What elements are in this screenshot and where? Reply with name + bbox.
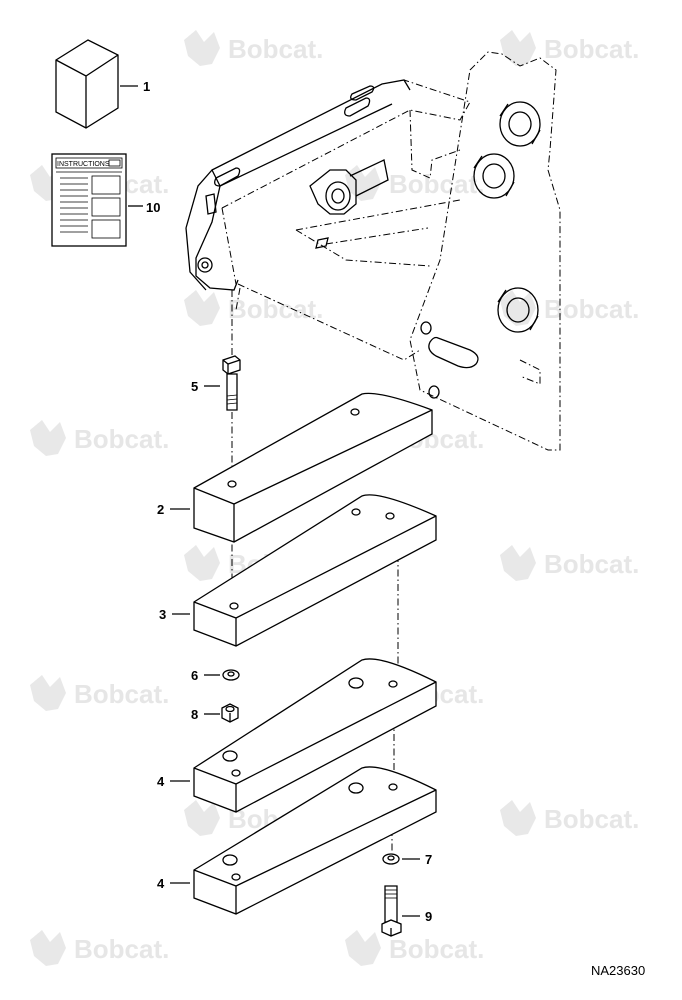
svg-text:Bobcat.: Bobcat. xyxy=(74,679,169,709)
washer-7 xyxy=(382,853,400,865)
svg-text:Bobcat.: Bobcat. xyxy=(544,804,639,834)
svg-text:Bobcat.: Bobcat. xyxy=(544,34,639,64)
plate-4-upper xyxy=(193,658,437,813)
watermark: Bobcat. xyxy=(500,30,639,66)
svg-text:Bobcat.: Bobcat. xyxy=(228,294,323,324)
callout-3: 3 xyxy=(159,607,166,622)
bolt-9 xyxy=(381,885,402,937)
callout-8: 8 xyxy=(191,707,198,722)
svg-text:Bobcat.: Bobcat. xyxy=(74,934,169,964)
svg-text:Bobcat.: Bobcat. xyxy=(544,294,639,324)
callout-1: 1 xyxy=(143,79,150,94)
nut-8 xyxy=(221,703,239,723)
washer-6 xyxy=(222,669,240,681)
watermark: Bobcat. xyxy=(30,675,169,711)
plate-4-lower xyxy=(193,766,437,915)
svg-text:Bobcat.: Bobcat. xyxy=(228,34,323,64)
watermark: Bobcat. xyxy=(30,420,169,456)
boss-bottom xyxy=(497,287,539,333)
svg-text:Bobcat.: Bobcat. xyxy=(74,424,169,454)
bolt-5 xyxy=(222,355,241,411)
watermark: Bobcat. xyxy=(30,930,169,966)
callout-4-upper: 4 xyxy=(157,774,165,789)
callout-6: 6 xyxy=(191,668,198,683)
callout-4-lower: 4 xyxy=(157,876,165,891)
watermark: Bobcat. xyxy=(500,290,639,326)
svg-text:Bobcat.: Bobcat. xyxy=(389,169,484,199)
boss-top xyxy=(499,101,541,147)
drawing-reference: NA23630 xyxy=(591,963,645,978)
svg-text:Bobcat.: Bobcat. xyxy=(389,934,484,964)
watermark: Bobcat. xyxy=(500,800,639,836)
watermark: Bobcat. xyxy=(184,30,323,66)
plate-2 xyxy=(193,392,433,543)
watermark: Bobcat. xyxy=(345,165,484,201)
callout-10: 10 xyxy=(146,200,160,215)
callout-2: 2 xyxy=(157,502,164,517)
box-part xyxy=(55,39,119,129)
callout-7: 7 xyxy=(425,852,432,867)
callout-5: 5 xyxy=(191,379,198,394)
machine-frame xyxy=(185,51,561,451)
watermark: Bobcat. xyxy=(184,290,323,326)
plate-3 xyxy=(193,494,437,647)
watermark: Bobcat. xyxy=(500,545,639,581)
svg-text:INSTRUCTIONS: INSTRUCTIONS xyxy=(57,161,110,168)
instructions-sheet: INSTRUCTIONS xyxy=(51,153,127,247)
watermark: Bobcat. xyxy=(345,930,484,966)
svg-text:Bobcat.: Bobcat. xyxy=(544,549,639,579)
boss-middle xyxy=(473,153,515,199)
callout-9: 9 xyxy=(425,909,432,924)
